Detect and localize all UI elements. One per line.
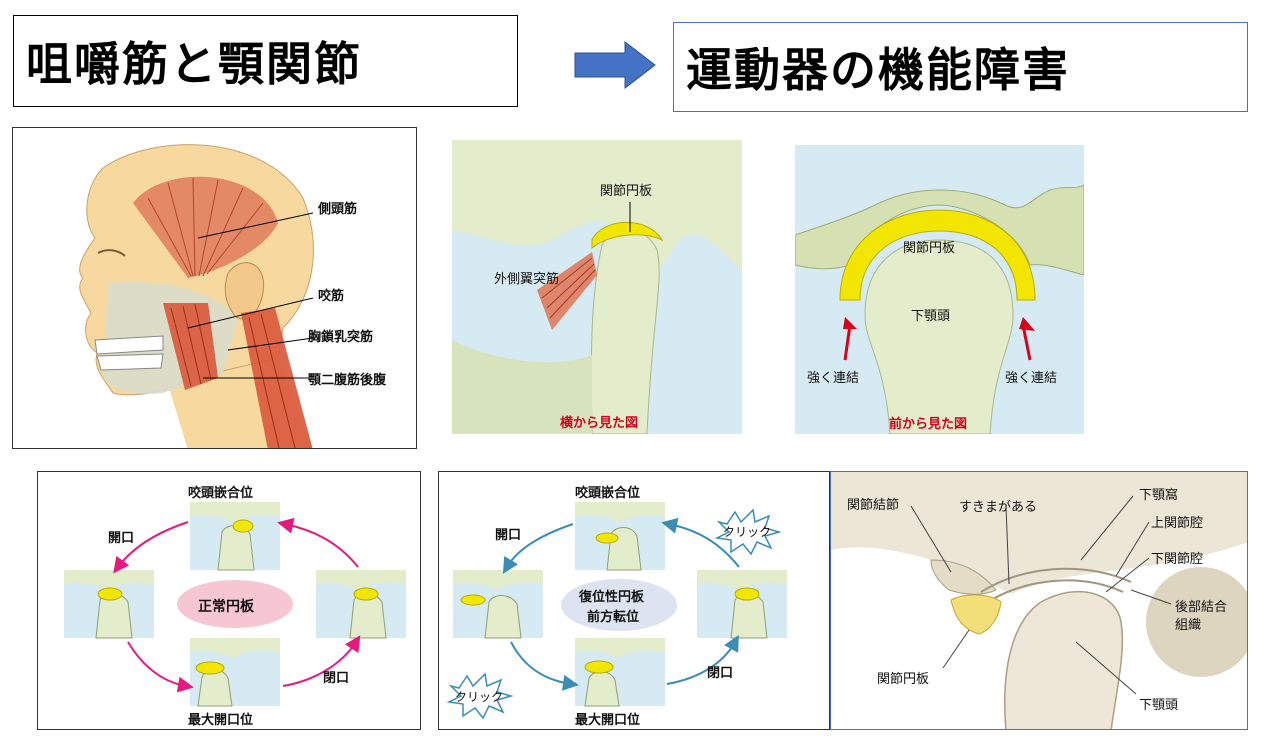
left-title: 咀嚼筋と顎関節 <box>26 37 362 91</box>
label-left-note: 強く連結 <box>807 371 860 386</box>
label-side-disc: 関節円板 <box>600 184 653 199</box>
right-title: 運動器の機能障害 <box>686 43 1070 97</box>
label-digastric: 顎二腹筋後腹 <box>308 373 387 388</box>
displaced-close-label: 閉口 <box>707 666 734 681</box>
label-upper-cavity: 上関節腔 <box>1151 516 1204 531</box>
label-front-disc: 関節円板 <box>903 241 956 256</box>
displaced-center-line2: 前方転位 <box>587 610 640 625</box>
normal-bottom-label: 最大開口位 <box>188 713 254 728</box>
label-posterior-2: 組織 <box>1175 618 1202 633</box>
normal-close-label: 閉口 <box>323 671 350 686</box>
front-caption: 前から見た図 <box>889 417 968 432</box>
head-illustration <box>79 144 314 448</box>
normal-cycle-diagram <box>64 502 406 707</box>
label-right-note: 強く連結 <box>1005 371 1058 386</box>
label-masseter: 咬筋 <box>318 289 345 304</box>
right-title-box: 運動器の機能障害 <box>673 22 1248 112</box>
label-front-condyle: 下顎頭 <box>911 309 951 324</box>
label-joint-nodule: 関節結節 <box>847 498 900 513</box>
side-view-illustration <box>452 140 742 434</box>
label-lower-cavity: 下関節腔 <box>1151 552 1204 567</box>
click-top-label: クリック <box>723 525 772 539</box>
detail-tmj-panel: 関節結節 すきまがある 下顎窩 上関節腔 下関節腔 後部結合 組織 関節円板 下… <box>830 471 1248 730</box>
displaced-center-line1: 復位性円板 <box>579 590 645 605</box>
click-bottom-label: クリック <box>455 690 504 704</box>
normal-open-label: 開口 <box>108 531 135 546</box>
normal-top-label: 咬頭嵌合位 <box>188 486 254 501</box>
label-temporalis: 側頭筋 <box>318 202 358 217</box>
displaced-top-label: 咬頭嵌合位 <box>575 486 641 501</box>
label-gap: すきまがある <box>959 500 1038 515</box>
normal-cycle-panel: 咬頭嵌合位 最大開口位 開口 閉口 正常円板 <box>37 471 421 730</box>
detail-tmj-illustration <box>831 472 1247 729</box>
displaced-cycle-panel: 咬頭嵌合位 最大開口位 開口 閉口 クリック クリック 復位性円板 前方転位 <box>438 471 830 730</box>
front-view-illustration <box>795 184 1084 434</box>
right-arrow-icon <box>574 40 656 90</box>
label-scm: 胸鎖乳突筋 <box>308 330 374 345</box>
head-muscle-panel: 側頭筋 咬筋 胸鎖乳突筋 顎二腹筋後腹 <box>12 127 417 449</box>
left-title-box: 咀嚼筋と顎関節 <box>13 15 518 107</box>
normal-center-label: 正常円板 <box>198 599 254 615</box>
displaced-open-label: 開口 <box>495 528 522 543</box>
label-detail-disc: 関節円板 <box>877 672 930 687</box>
displaced-bottom-label: 最大開口位 <box>575 713 641 728</box>
side-caption: 横から見た図 <box>560 416 639 431</box>
front-view-panel: 関節円板 下顎頭 強く連結 強く連結 前から見た図 <box>795 145 1084 434</box>
label-fossa: 下顎窩 <box>1139 488 1179 503</box>
label-posterior-1: 後部結合 <box>1175 600 1228 615</box>
label-pterygoid: 外側翼突筋 <box>494 272 560 287</box>
displaced-cycle-diagram <box>446 502 787 720</box>
side-view-panel: 関節円板 外側翼突筋 横から見た図 <box>452 140 742 434</box>
label-detail-condyle: 下顎頭 <box>1139 698 1179 713</box>
